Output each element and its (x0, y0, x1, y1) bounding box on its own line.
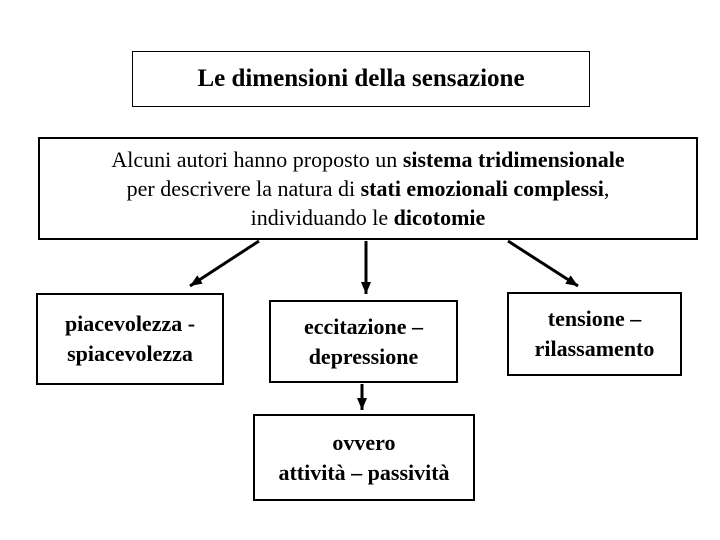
intro-line-3: individuando le dicotomie (251, 203, 486, 232)
note-box-line-1: ovvero (332, 429, 396, 455)
title-box: Le dimensioni della sensazione (132, 51, 590, 107)
intro-line-1-bold: sistema tridimensionale (402, 147, 625, 172)
note-box-line-2: attività – passività (278, 459, 450, 485)
intro-line-3-bold: dicotomie (393, 205, 486, 230)
dichotomy-middle-line-2: depressione (308, 343, 419, 369)
intro-line-1: Alcuni autori hanno proposto un sistema … (111, 145, 624, 174)
dichotomy-box-pleasantness: piacevolezza - spiacevolezza (36, 293, 224, 385)
intro-line-1-regular: Alcuni autori hanno proposto un (111, 147, 403, 172)
intro-line-2-bold: stati emozionali complessi (360, 176, 604, 201)
dichotomy-right-line-2: rilassamento (534, 336, 655, 361)
intro-line-3-regular: individuando le (250, 205, 394, 230)
intro-line-2-regular: per descrivere la natura di (126, 176, 361, 201)
dichotomy-box-excitation: eccitazione – depressione (269, 300, 458, 383)
intro-box: Alcuni autori hanno proposto un sistema … (38, 137, 698, 240)
dichotomy-box-tension: tensione – rilassamento (507, 292, 682, 376)
dichotomy-left-line-2: spiacevolezza (67, 341, 193, 366)
dichotomy-left-line-1: piacevolezza - (64, 311, 196, 336)
note-box-activity-passivity: ovvero attività – passività (253, 414, 475, 501)
slide-title: Le dimensioni della sensazione (197, 65, 525, 92)
intro-line-2-suffix: , (603, 176, 610, 201)
dichotomy-middle-line-1: eccitazione – (303, 313, 424, 339)
intro-line-2: per descrivere la natura di stati emozio… (127, 174, 610, 203)
arrow-to-left-box (189, 239, 260, 288)
arrow-to-right-box (507, 239, 579, 288)
dichotomy-right-line-1: tensione – (547, 306, 642, 331)
